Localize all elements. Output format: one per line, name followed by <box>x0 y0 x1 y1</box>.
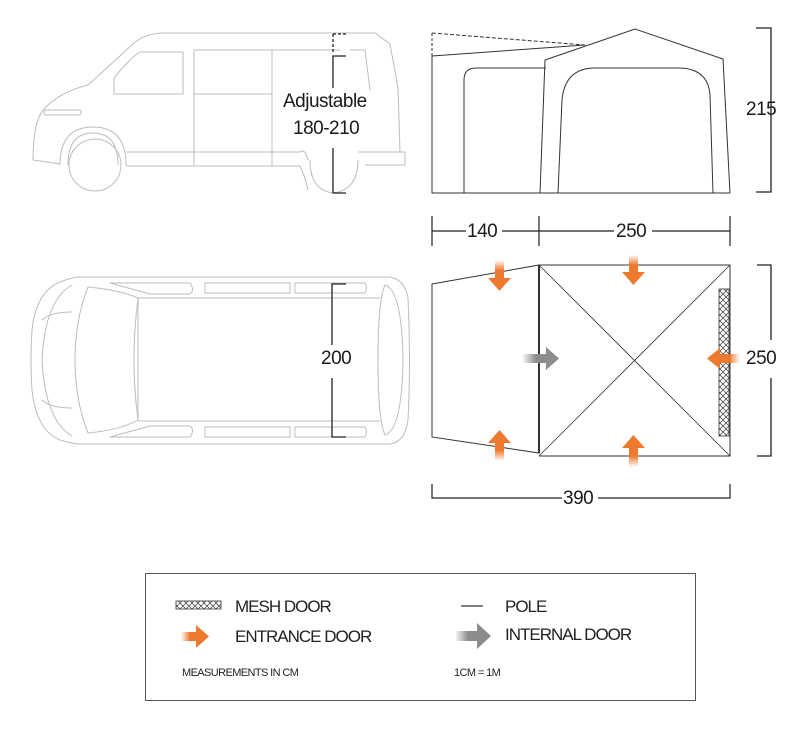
internal-door-arrow <box>523 347 559 370</box>
legend-entrance-door-label: ENTRANCE DOOR <box>235 627 372 646</box>
van-height-bracket <box>332 33 347 194</box>
legend-scale-note: 1CM = 1M <box>454 667 501 679</box>
van-width-label: 200 <box>321 348 352 369</box>
awning-length-dims <box>431 216 731 246</box>
legend-measurements-note: MEASUREMENTS IN CM <box>182 667 299 679</box>
legend-mesh-icon <box>175 600 222 610</box>
adjustable-range-label: 180-210 <box>293 118 360 139</box>
awning-total-length-dim <box>431 484 731 499</box>
legend-box: MESH DOOR ENTRANCE DOOR MEASUREMENTS IN … <box>145 573 696 701</box>
entrance-door-arrow-main-bottom <box>622 435 645 467</box>
legend-internal-arrow-icon <box>456 623 491 649</box>
awning-floor-plan <box>431 264 731 457</box>
legend-internal-door-label: INTERNAL DOOR <box>505 625 632 644</box>
entrance-door-arrow-main-top <box>622 255 645 285</box>
van-side-view <box>32 32 406 194</box>
awning-height-label: 215 <box>746 99 777 120</box>
main-length-label: 250 <box>616 221 647 242</box>
total-length-label: 390 <box>563 488 594 509</box>
awning-height-bracket <box>756 27 772 193</box>
van-width-bracket <box>331 283 346 438</box>
entrance-door-arrow-annex-bottom <box>488 430 511 461</box>
legend-pole-label: POLE <box>505 597 547 616</box>
legend-mesh-door-label: MESH DOOR <box>235 597 332 616</box>
awning-side-view <box>431 28 731 194</box>
annex-length-label: 140 <box>467 221 498 242</box>
awning-depth-bracket <box>757 264 772 457</box>
awning-depth-label: 250 <box>746 348 777 369</box>
legend-entrance-arrow-icon <box>181 625 209 648</box>
entrance-door-arrow-main-side <box>707 348 740 369</box>
adjustable-label: Adjustable <box>283 91 367 112</box>
van-top-view <box>30 276 410 445</box>
entrance-door-arrow-annex-top <box>488 260 511 291</box>
